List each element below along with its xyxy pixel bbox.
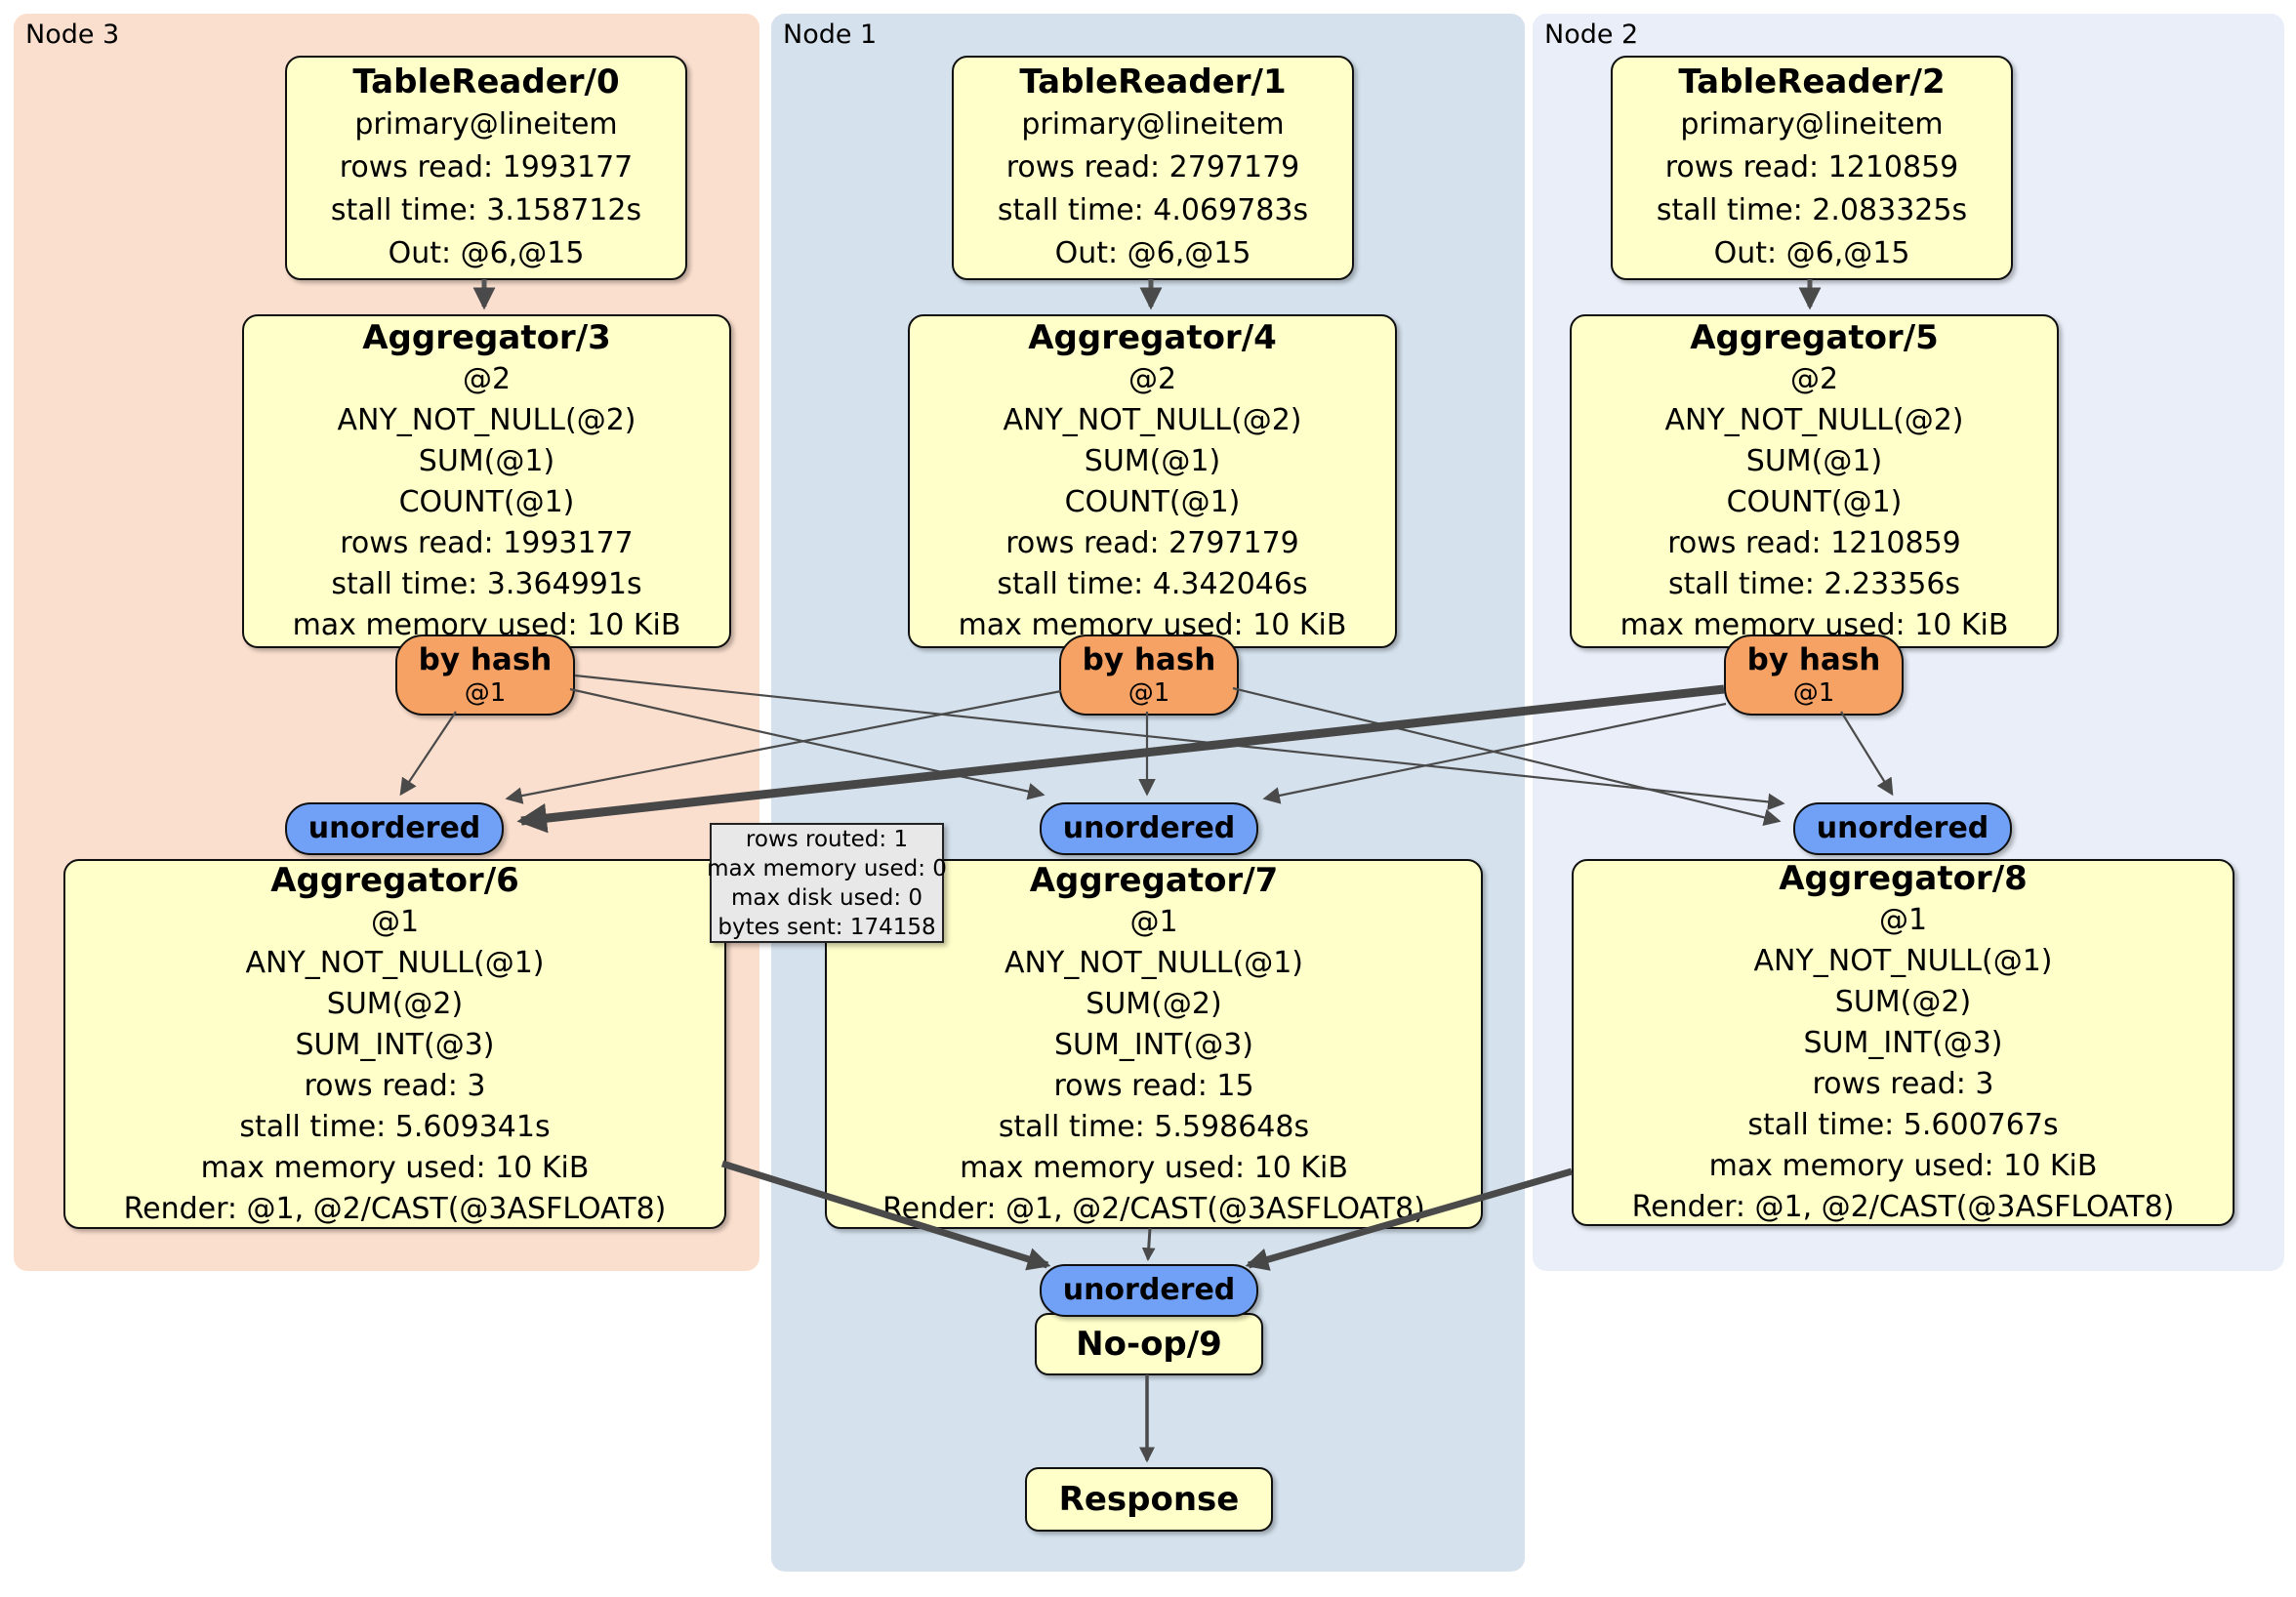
aggregator-5-box[interactable]: Aggregator/5 @2 ANY_NOT_NULL(@2) SUM(@1)… bbox=[1570, 314, 2059, 648]
hash-router-label: by hash bbox=[418, 642, 553, 677]
hash-router-label: by hash bbox=[1746, 642, 1881, 677]
hash-router-node3[interactable]: by hash @1 bbox=[395, 635, 575, 716]
hash-router-node1[interactable]: by hash @1 bbox=[1059, 635, 1239, 716]
panel-label-node-1: Node 1 bbox=[783, 20, 878, 50]
hash-router-column: @1 bbox=[1128, 678, 1170, 708]
box-title: Aggregator/8 bbox=[1779, 859, 2028, 898]
box-title: Aggregator/4 bbox=[1028, 318, 1277, 357]
box-title: No-op/9 bbox=[1076, 1325, 1222, 1364]
tablereader-1-box[interactable]: TableReader/1 primary@lineitem rows read… bbox=[952, 56, 1354, 280]
aggregator-3-box[interactable]: Aggregator/3 @2 ANY_NOT_NULL(@2) SUM(@1)… bbox=[242, 314, 731, 648]
hash-router-node2[interactable]: by hash @1 bbox=[1724, 635, 1904, 716]
box-title: Aggregator/6 bbox=[270, 860, 519, 900]
tablereader-2-box[interactable]: TableReader/2 primary@lineitem rows read… bbox=[1611, 56, 2013, 280]
box-title: TableReader/2 bbox=[1678, 62, 1946, 102]
noop-9-box[interactable]: No-op/9 bbox=[1035, 1313, 1263, 1375]
unordered-stream-final[interactable]: unordered bbox=[1040, 1264, 1258, 1317]
box-title: Aggregator/3 bbox=[362, 318, 611, 357]
unordered-stream-node3[interactable]: unordered bbox=[285, 802, 504, 855]
aggregator-8-box[interactable]: Aggregator/8 @1 ANY_NOT_NULL(@1) SUM(@2)… bbox=[1572, 859, 2234, 1226]
panel-label-node-3: Node 3 bbox=[25, 20, 120, 50]
hash-router-column: @1 bbox=[1792, 678, 1835, 708]
box-title: TableReader/1 bbox=[1019, 62, 1287, 102]
aggregator-4-box[interactable]: Aggregator/4 @2 ANY_NOT_NULL(@2) SUM(@1)… bbox=[908, 314, 1397, 648]
tablereader-0-box[interactable]: TableReader/0 primary@lineitem rows read… bbox=[285, 56, 687, 280]
panel-label-node-2: Node 2 bbox=[1544, 20, 1639, 50]
hash-router-column: @1 bbox=[464, 678, 507, 708]
stream-stats-tooltip: rows routed: 1 max memory used: 0 max di… bbox=[707, 823, 947, 943]
aggregator-6-box[interactable]: Aggregator/6 @1 ANY_NOT_NULL(@1) SUM(@2)… bbox=[63, 859, 726, 1229]
hash-router-label: by hash bbox=[1082, 642, 1216, 677]
box-title: Aggregator/5 bbox=[1690, 318, 1939, 357]
box-title: Aggregator/7 bbox=[1029, 860, 1279, 900]
box-title: Response bbox=[1058, 1480, 1240, 1519]
box-title: TableReader/0 bbox=[352, 62, 620, 102]
unordered-stream-node2[interactable]: unordered bbox=[1793, 802, 2012, 855]
response-box[interactable]: Response bbox=[1025, 1467, 1273, 1532]
unordered-stream-node1[interactable]: unordered bbox=[1040, 802, 1258, 855]
